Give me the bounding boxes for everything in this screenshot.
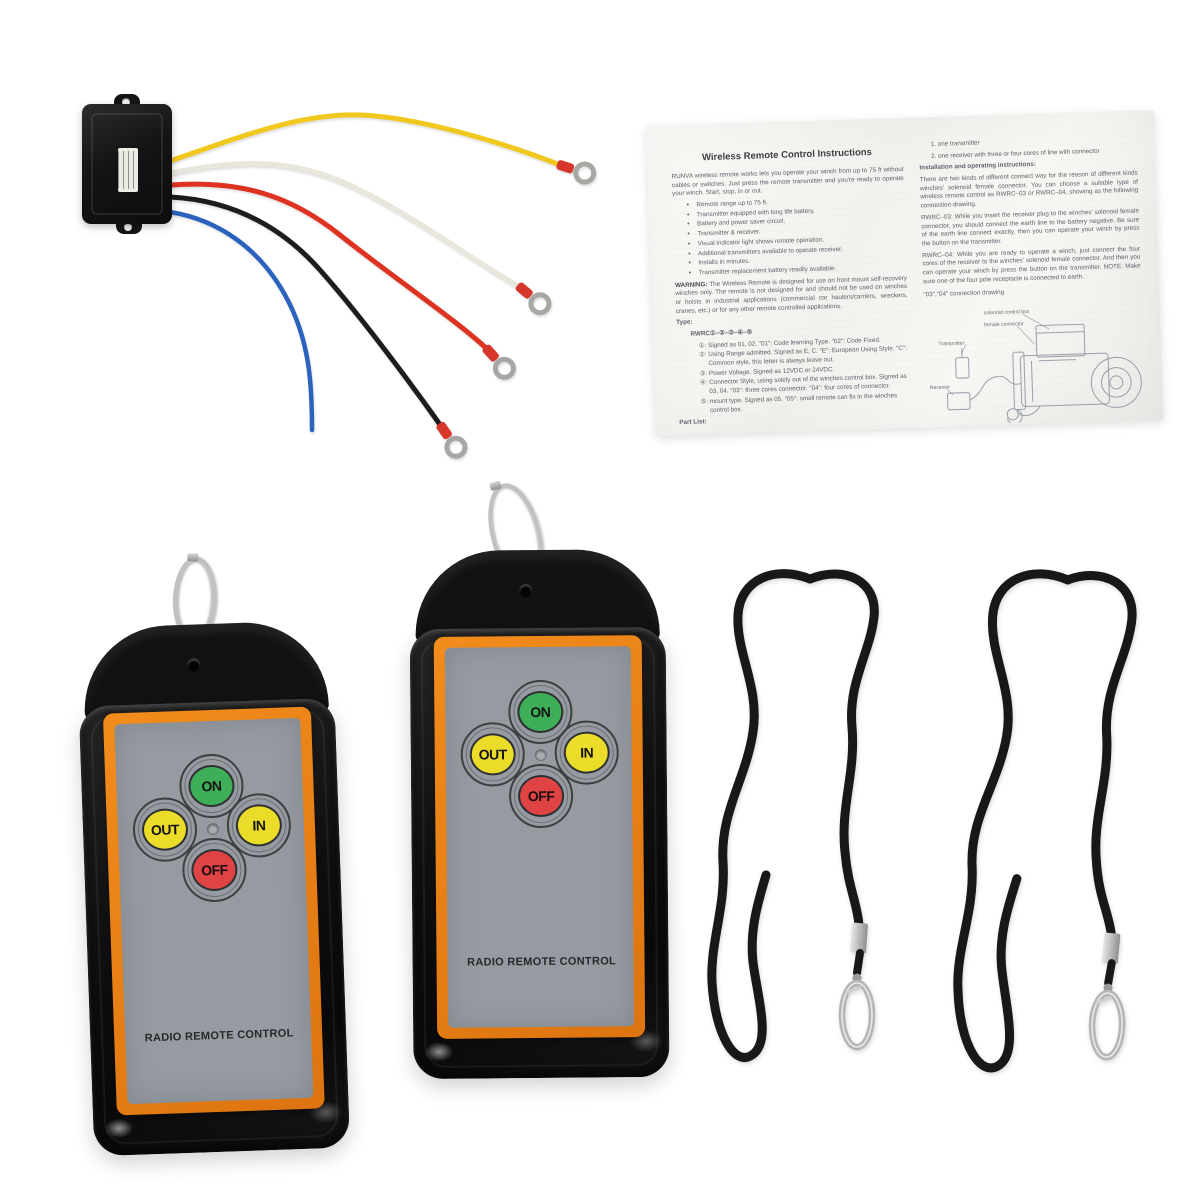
wire-black	[167, 194, 444, 429]
wire-yellow	[167, 112, 563, 168]
clasp-hook-highlight	[841, 982, 873, 1048]
diagram-label-solenoid: solenoid control box	[984, 309, 1030, 316]
wire-white	[167, 160, 523, 290]
lanyard-strap	[953, 569, 1073, 1073]
instruction-sheet: Wireless Remote Control Instructions RUN…	[646, 110, 1164, 436]
diagram-label-transmitter: Transmitter	[938, 341, 964, 348]
receiver-wire-harness	[167, 112, 597, 459]
lanyard-crimp	[1101, 932, 1121, 964]
lanyard-1	[707, 569, 879, 1062]
install-paragraph: RWRC–04: While you are ready to operate …	[922, 245, 1141, 285]
led-indicator	[534, 748, 547, 762]
lanyard-strap	[805, 569, 879, 930]
warning-text: WARNING: The Wireless Remote is designed…	[674, 274, 908, 315]
sheet-right-column: 1. one transmitter 2. one receiver with …	[919, 135, 1146, 426]
diagram-label-female-connector: female connector	[984, 321, 1024, 328]
remote-transmitter-2: ON OUT IN OFF RADIO REMOTE CONTROL	[402, 477, 677, 1091]
install-paragraph: There are two kinds of different connect…	[919, 169, 1139, 210]
remote-transmitter-1: ON OUT IN OFF RADIO REMOTE CONTROL	[67, 547, 358, 1168]
install-paragraph: RWRC–03: While you insert the receiver p…	[920, 207, 1140, 248]
lanyard-strap-fold	[853, 949, 864, 977]
clasp-hook-highlight	[1091, 992, 1123, 1058]
warning-label: WARNING:	[674, 280, 708, 289]
sheet-left-column: Wireless Remote Control Instructions RUN…	[671, 142, 912, 433]
lanyard-strap	[1063, 571, 1137, 940]
ring-terminal	[482, 344, 516, 380]
type-item-list: ①: Signed as 01, 02. "01": Code learning…	[677, 336, 911, 417]
on-button-label: ON	[517, 690, 564, 734]
in-button-label: IN	[235, 803, 283, 848]
sheet-title: Wireless Remote Control Instructions	[701, 146, 873, 164]
clasp-gate	[845, 985, 862, 995]
lanyard-strap	[707, 569, 815, 1062]
on-button-label: ON	[187, 764, 236, 808]
winch-connection-diagram: solenoid control box female connector Tr…	[930, 309, 1142, 425]
off-button-label: OFF	[190, 848, 239, 892]
out-button-label: OUT	[141, 807, 189, 852]
feature-list: Remote range up to 75 ft. Transmitter eq…	[672, 195, 906, 279]
ring-terminal	[556, 160, 597, 185]
diagram-label-receiver: Receiver	[930, 385, 951, 392]
ring-terminal	[515, 282, 552, 316]
receiver-box	[82, 104, 172, 224]
out-button-label: OUT	[469, 733, 516, 776]
remote-caption: RADIO REMOTE CONTROL	[467, 955, 617, 969]
lanyard-strap-fold	[1104, 959, 1116, 988]
sheet-intro: RUNVA wireless remote works lets you ope…	[671, 165, 904, 198]
clasp-gate	[1096, 995, 1113, 1005]
receiver-label	[118, 148, 138, 192]
lanyard-2	[953, 569, 1137, 1073]
ring-terminal	[436, 421, 468, 459]
lanyard-crimp	[850, 922, 868, 954]
in-button-label: IN	[563, 731, 610, 774]
off-button-label: OFF	[517, 774, 565, 818]
wire-red	[167, 181, 490, 352]
off-button: OFF	[508, 763, 574, 829]
wire-blue	[167, 209, 315, 433]
